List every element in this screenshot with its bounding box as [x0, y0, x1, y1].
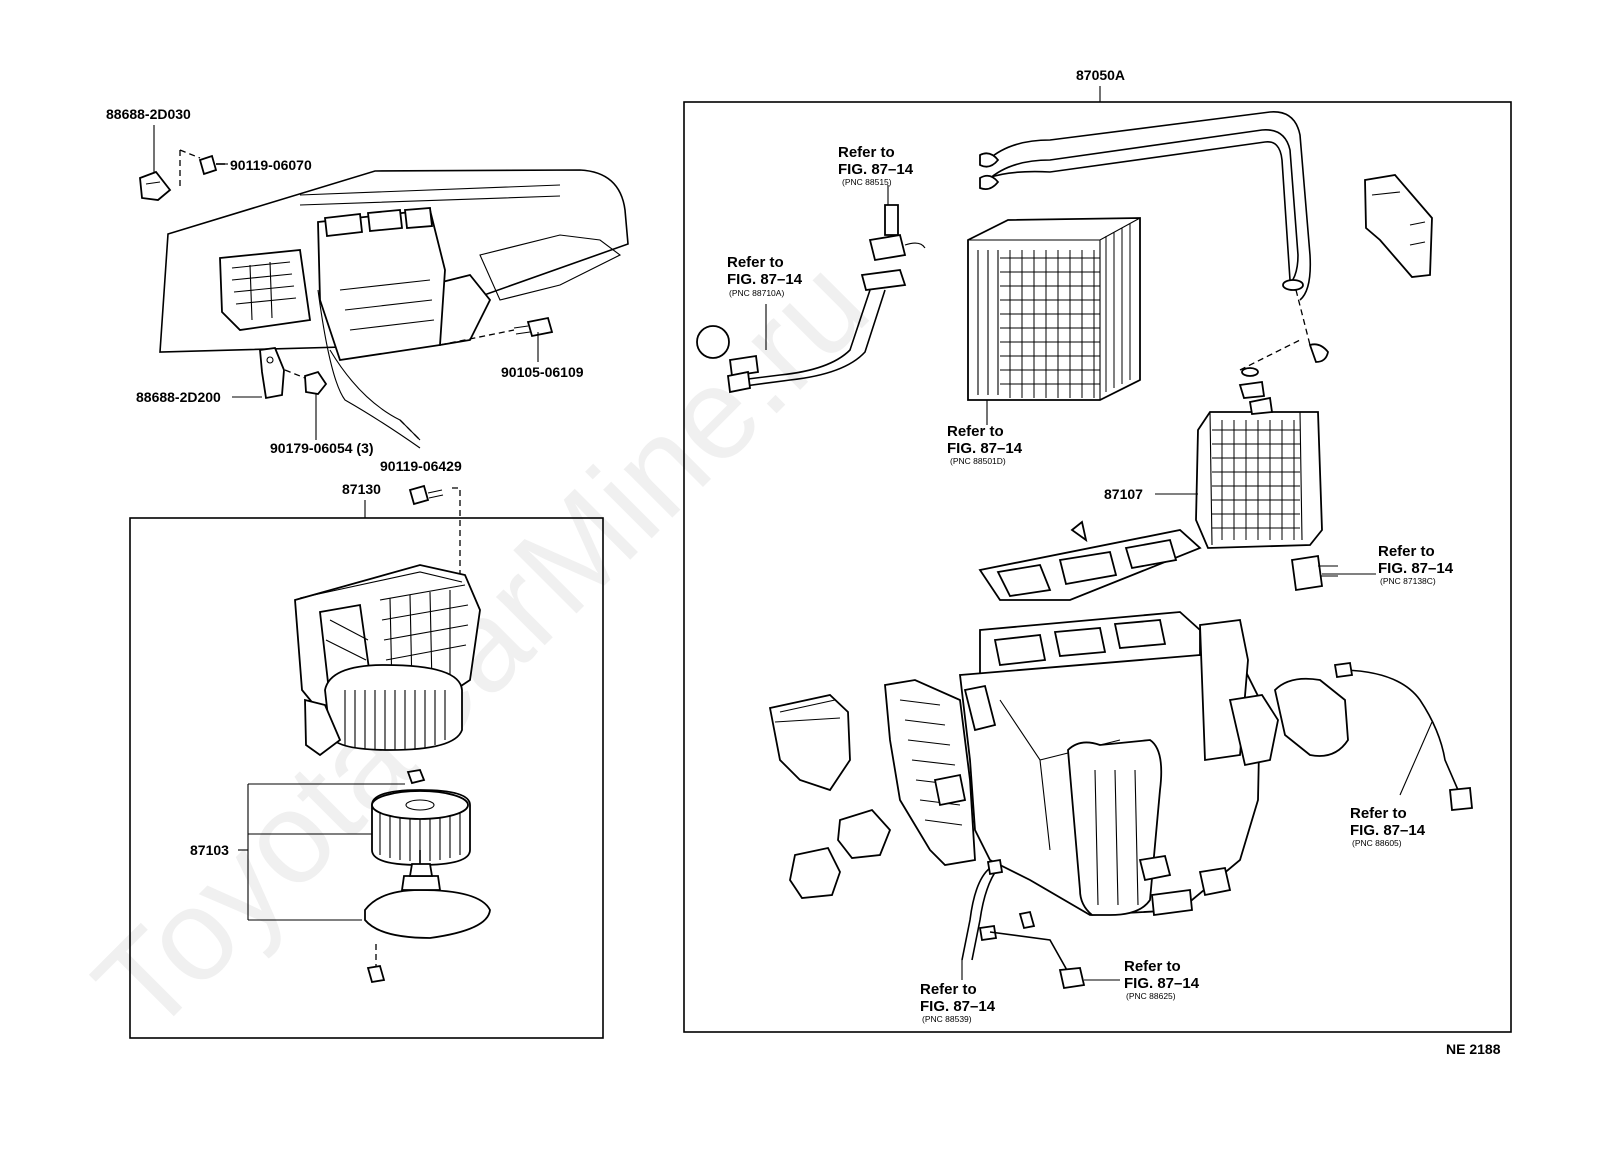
svg-text:Refer to: Refer to — [727, 254, 784, 271]
ref-87138C: Refer to FIG. 87–14 (PNC 87138C) — [1378, 543, 1454, 586]
figure-code: NE 2188 — [1446, 1041, 1501, 1057]
svg-text:Refer to: Refer to — [1378, 543, 1435, 560]
svg-text:FIG. 87–14: FIG. 87–14 — [947, 440, 1023, 457]
callout-87103 — [238, 783, 405, 921]
svg-text:FIG. 87–14: FIG. 87–14 — [1350, 822, 1426, 839]
heater-unit-parts — [696, 111, 1473, 990]
ref-88515: Refer to FIG. 87–14 (PNC 88515) — [838, 144, 914, 187]
svg-text:FIG. 87–14: FIG. 87–14 — [1124, 975, 1200, 992]
ref-88605: Refer to FIG. 87–14 (PNC 88605) — [1350, 805, 1426, 848]
blower-assembly — [294, 484, 491, 984]
watermark: ToyotaCarMine.ru — [67, 231, 896, 1060]
svg-text:Refer to: Refer to — [1124, 958, 1181, 975]
label-87107: 87107 — [1104, 486, 1143, 502]
svg-text:(PNC 88710A): (PNC 88710A) — [729, 288, 784, 298]
ref-88539: Refer to FIG. 87–14 (PNC 88539) — [920, 981, 996, 1024]
label-88688-2D200: 88688-2D200 — [136, 389, 221, 405]
ref-88625: Refer to FIG. 87–14 (PNC 88625) — [1124, 958, 1200, 1001]
svg-text:(PNC 88605): (PNC 88605) — [1352, 838, 1402, 848]
svg-text:FIG. 87–14: FIG. 87–14 — [838, 161, 914, 178]
ref-88501D: Refer to FIG. 87–14 (PNC 88501D) — [947, 423, 1023, 466]
label-90179-06054: 90179-06054 (3) — [270, 440, 374, 456]
svg-text:Refer to: Refer to — [947, 423, 1004, 440]
callouts-right — [765, 185, 1433, 981]
label-87050A: 87050A — [1076, 67, 1125, 83]
svg-text:FIG. 87–14: FIG. 87–14 — [920, 998, 996, 1015]
label-90119-06070: 90119-06070 — [230, 157, 312, 173]
svg-text:(PNC 88515): (PNC 88515) — [842, 177, 892, 187]
svg-text:(PNC 87138C): (PNC 87138C) — [1380, 576, 1436, 586]
callouts-top-left — [153, 125, 539, 440]
dashboard-assembly — [139, 149, 629, 449]
label-88688-2D030: 88688-2D030 — [106, 106, 191, 122]
svg-text:(PNC 88625): (PNC 88625) — [1126, 991, 1176, 1001]
svg-text:FIG. 87–14: FIG. 87–14 — [727, 271, 803, 288]
svg-text:(PNC 88539): (PNC 88539) — [922, 1014, 972, 1024]
ref-88710A: Refer to FIG. 87–14 (PNC 88710A) — [727, 254, 803, 298]
label-87103: 87103 — [190, 842, 229, 858]
heater-unit-box — [683, 101, 1512, 1033]
svg-text:Refer to: Refer to — [838, 144, 895, 161]
label-87130: 87130 — [342, 481, 381, 497]
svg-text:(PNC 88501D): (PNC 88501D) — [950, 456, 1006, 466]
label-90119-06429: 90119-06429 — [380, 458, 462, 474]
svg-text:FIG. 87–14: FIG. 87–14 — [1378, 560, 1454, 577]
blower-assembly-box — [129, 517, 604, 1039]
svg-text:Refer to: Refer to — [920, 981, 977, 998]
label-90105-06109: 90105-06109 — [501, 364, 584, 380]
svg-text:Refer to: Refer to — [1350, 805, 1407, 822]
